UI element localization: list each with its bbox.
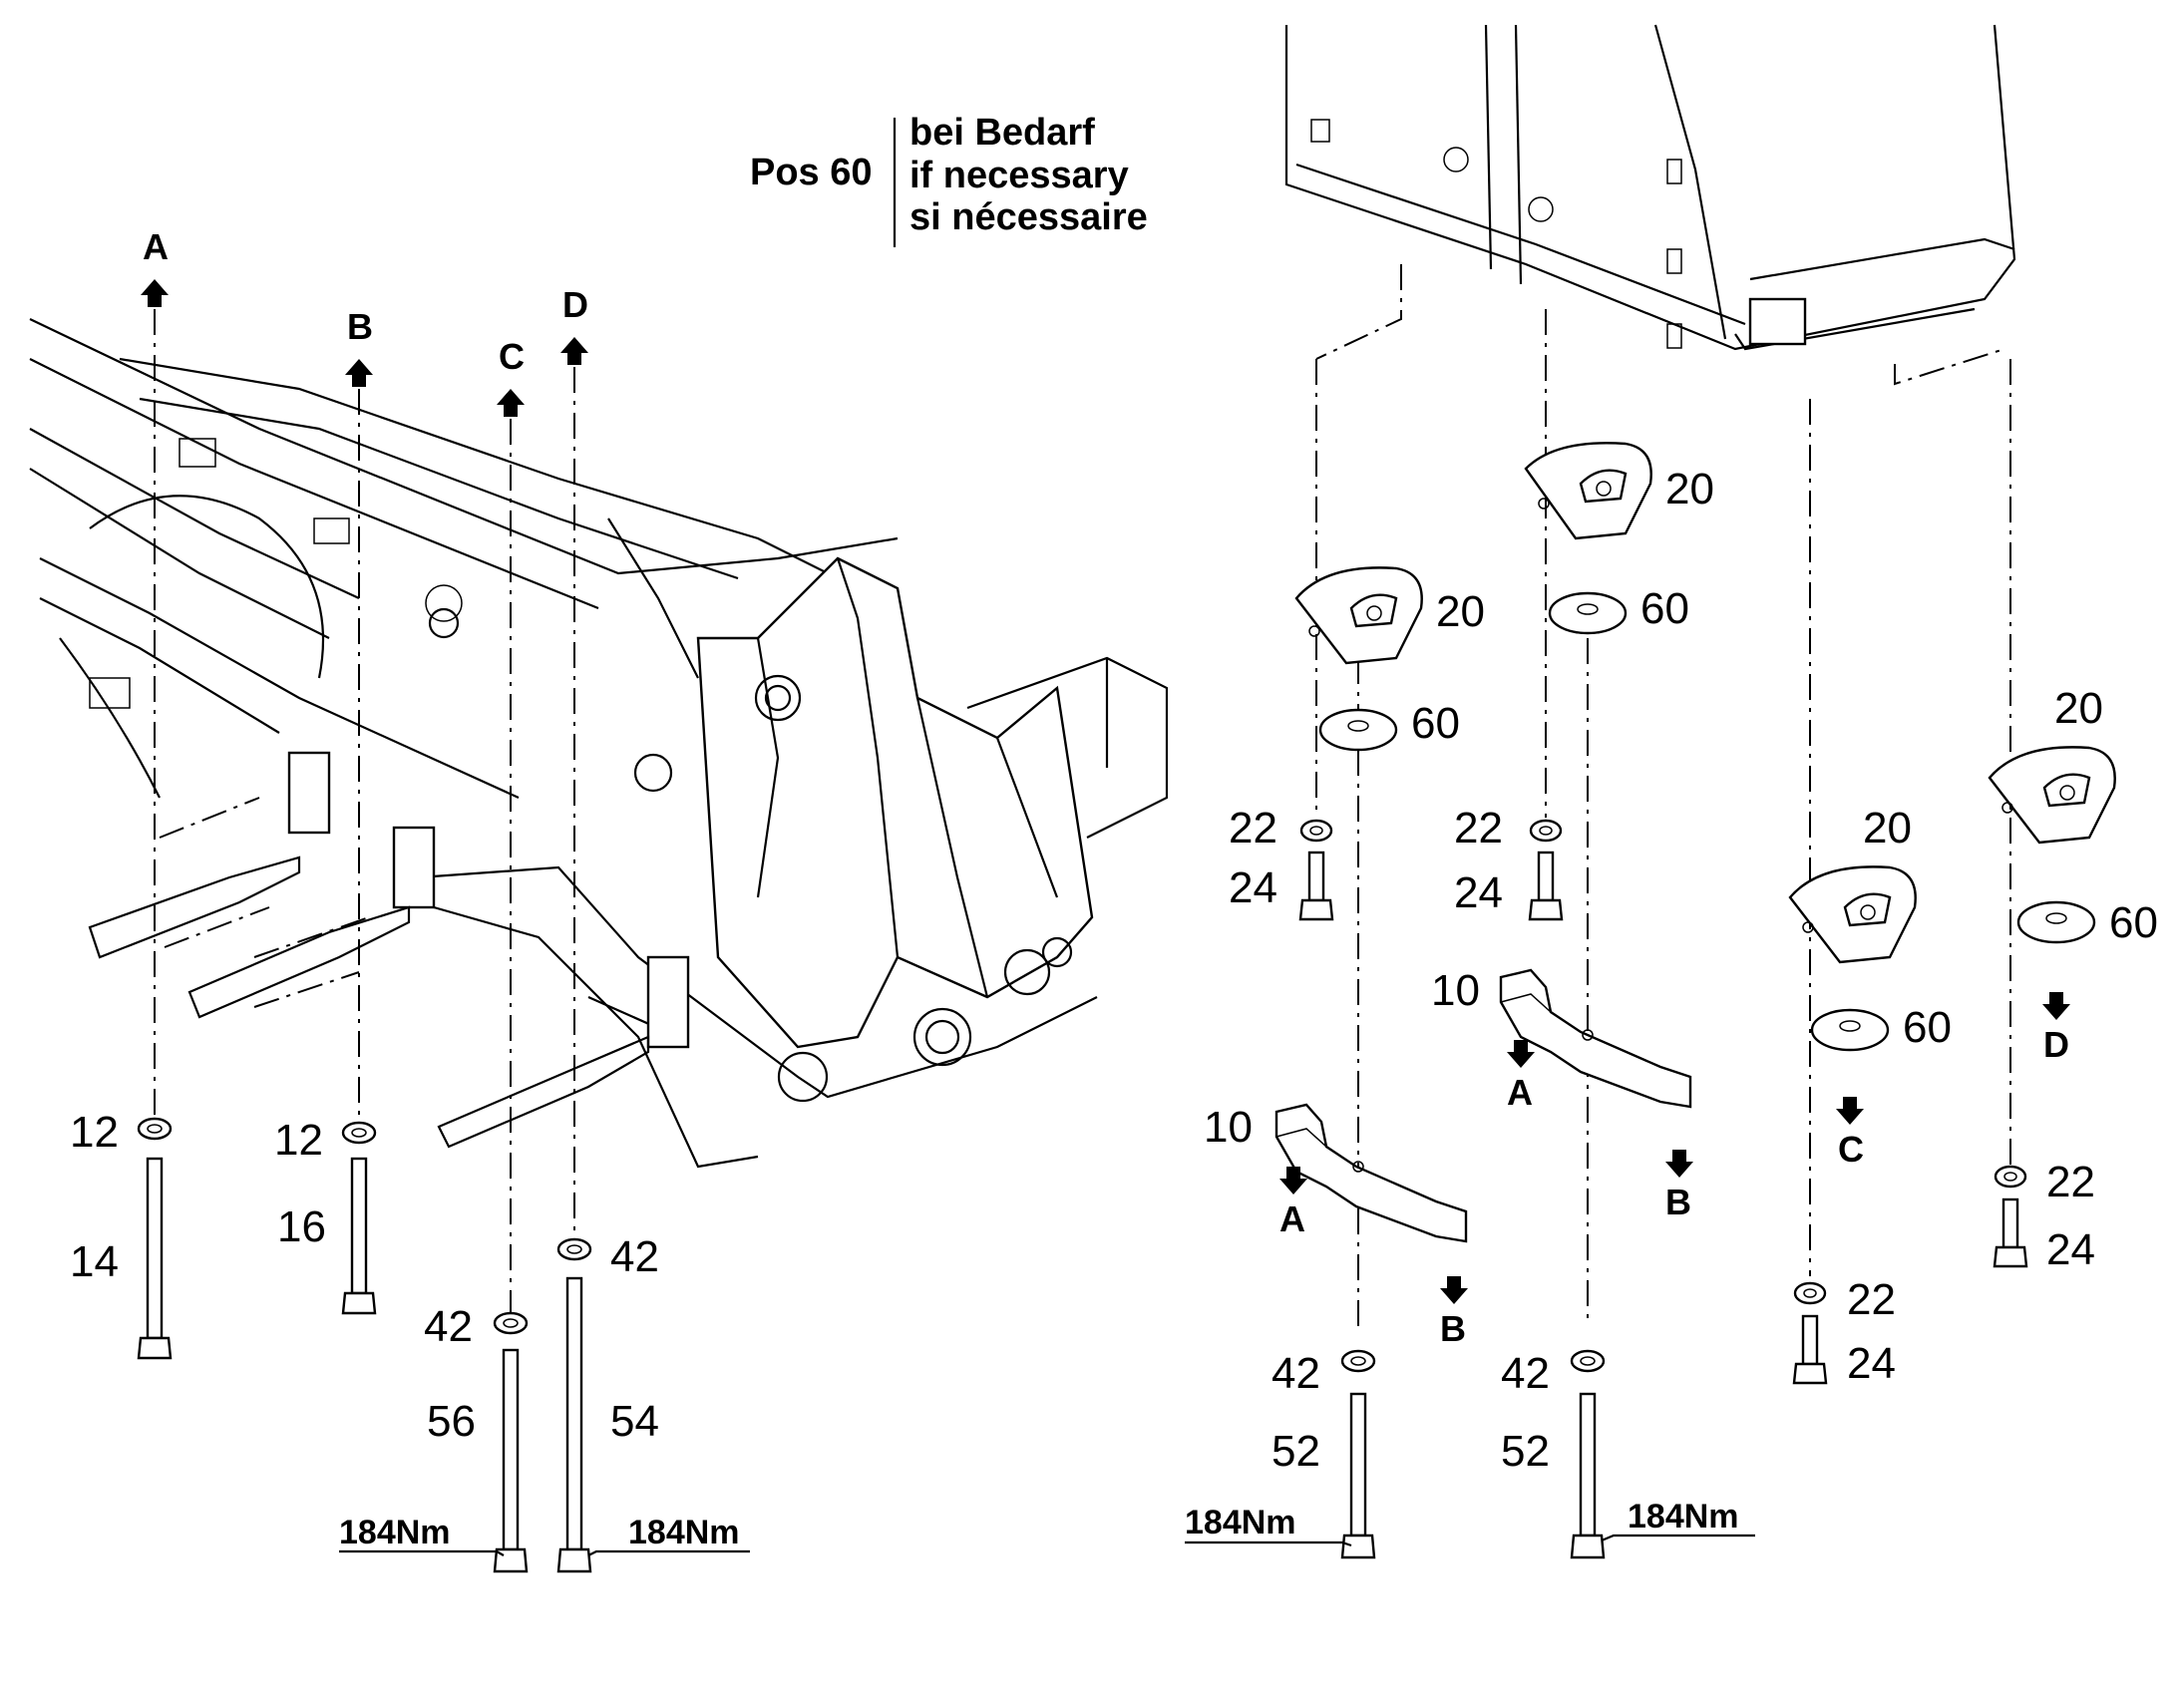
part-number-24d: 24 bbox=[2046, 1225, 2095, 1274]
bolt-24a bbox=[1298, 851, 1334, 921]
note-line-en: if necessary bbox=[909, 155, 1129, 196]
letter-b-right-bracket: B bbox=[1665, 1182, 1691, 1222]
rubber-mount-20d bbox=[1988, 746, 2116, 845]
part-number-20b: 20 bbox=[1665, 465, 1714, 513]
axis-letter-a: A bbox=[143, 226, 169, 267]
left-assembly-axes bbox=[141, 279, 588, 1316]
arrow-up-b-icon bbox=[345, 359, 373, 387]
letter-d-mount: D bbox=[2043, 1024, 2069, 1065]
right-parts bbox=[1185, 442, 2116, 1559]
part-number-10-left: 10 bbox=[1204, 1103, 1253, 1152]
washer-42-left bbox=[1340, 1349, 1376, 1373]
part-number-12a: 12 bbox=[70, 1108, 119, 1157]
part-number-42-right: 42 bbox=[1501, 1349, 1550, 1398]
note-line-de: bei Bedarf bbox=[909, 112, 1095, 154]
part-number-24c: 24 bbox=[1847, 1339, 1896, 1388]
bolt-54 bbox=[565, 1276, 583, 1551]
arrow-up-a-icon bbox=[141, 279, 169, 307]
bolt-52-right bbox=[1570, 1392, 1606, 1559]
part-number-42c: 42 bbox=[424, 1302, 473, 1351]
bolt-24b bbox=[1528, 851, 1564, 921]
bolt-24d bbox=[1993, 1197, 2028, 1268]
part-number-22b: 22 bbox=[1454, 804, 1503, 853]
rubber-mount-20c bbox=[1788, 865, 1917, 964]
letter-a-left-bracket: A bbox=[1279, 1198, 1305, 1239]
vehicle-frame-drawing bbox=[29, 318, 1169, 1169]
rubber-mount-20a bbox=[1294, 566, 1423, 665]
washer-22c bbox=[1793, 1281, 1827, 1305]
washer-42c bbox=[493, 1311, 529, 1335]
arrow-up-c-icon bbox=[497, 389, 525, 417]
bolt-16 bbox=[350, 1157, 368, 1295]
bolt-52-left bbox=[1340, 1392, 1376, 1559]
part-number-20c: 20 bbox=[1863, 804, 1912, 853]
washer-12a bbox=[137, 1117, 173, 1141]
torque-label-right-b: 184Nm bbox=[1628, 1498, 1739, 1536]
part-number-22d: 22 bbox=[2046, 1158, 2095, 1206]
note-line-fr: si nécessaire bbox=[909, 196, 1148, 238]
part-number-60b: 60 bbox=[1640, 584, 1689, 633]
arrow-down-c-icon bbox=[1836, 1097, 1864, 1125]
bracket-10-right bbox=[1499, 968, 1692, 1109]
rubber-mount-20b bbox=[1524, 442, 1652, 540]
left-fasteners bbox=[137, 1117, 750, 1573]
axis-letter-d: D bbox=[562, 284, 588, 325]
torque-label-d: 184Nm bbox=[628, 1514, 740, 1551]
washer-42d bbox=[556, 1237, 592, 1261]
part-number-52-left: 52 bbox=[1272, 1427, 1320, 1476]
note-pos-60: Pos 60 bei Bedarf if necessary si nécess… bbox=[750, 112, 1148, 247]
arrow-down-a1-icon bbox=[1279, 1167, 1307, 1195]
arrow-down-b2-icon bbox=[1665, 1150, 1693, 1178]
letter-a-right-bracket: A bbox=[1507, 1072, 1533, 1113]
part-number-60c: 60 bbox=[1903, 1003, 1952, 1052]
washer-42-right bbox=[1570, 1349, 1606, 1373]
torque-label-c: 184Nm bbox=[339, 1514, 451, 1551]
washer-12b bbox=[341, 1121, 377, 1145]
part-number-12b: 12 bbox=[274, 1116, 323, 1165]
washer-22d bbox=[1994, 1165, 2027, 1189]
washer-22b bbox=[1529, 819, 1563, 843]
part-number-20a: 20 bbox=[1436, 587, 1485, 636]
part-number-10-right: 10 bbox=[1431, 966, 1480, 1015]
letter-c-mount: C bbox=[1838, 1129, 1864, 1170]
part-number-24b: 24 bbox=[1454, 868, 1503, 917]
part-number-20d: 20 bbox=[2054, 684, 2103, 733]
flat-washer-60c bbox=[1810, 1008, 1890, 1052]
letter-b-left-bracket: B bbox=[1440, 1308, 1466, 1349]
part-number-16: 16 bbox=[277, 1202, 326, 1251]
flat-washer-60a bbox=[1318, 708, 1398, 752]
bolt-14 bbox=[146, 1157, 164, 1340]
arrow-down-b1-icon bbox=[1440, 1276, 1468, 1304]
part-number-14: 14 bbox=[70, 1237, 119, 1286]
torque-label-right-a: 184Nm bbox=[1185, 1504, 1296, 1541]
arrow-down-a2-icon bbox=[1507, 1040, 1535, 1068]
part-number-56: 56 bbox=[427, 1397, 476, 1446]
left-labels: A B C D 12 14 12 16 42 56 42 54 184Nm 18… bbox=[70, 226, 740, 1551]
part-number-22c: 22 bbox=[1847, 1275, 1896, 1324]
bolt-24c bbox=[1792, 1314, 1828, 1385]
part-number-54: 54 bbox=[610, 1397, 659, 1446]
part-number-52-right: 52 bbox=[1501, 1427, 1550, 1476]
part-number-60d: 60 bbox=[2109, 898, 2158, 947]
flat-washer-60d bbox=[2016, 900, 2096, 944]
part-number-60a: 60 bbox=[1411, 699, 1460, 748]
axis-letter-c: C bbox=[499, 336, 525, 377]
bolt-56 bbox=[502, 1348, 520, 1551]
part-number-42d: 42 bbox=[610, 1232, 659, 1281]
cab-body-drawing bbox=[1284, 24, 2016, 386]
washer-22a bbox=[1299, 819, 1333, 843]
note-pos-label: Pos 60 bbox=[750, 152, 873, 193]
bracket-10-left bbox=[1274, 1103, 1468, 1243]
axis-letter-b: B bbox=[347, 306, 373, 347]
right-labels: 20 20 60 60 22 24 22 24 10 10 20 60 20 6… bbox=[1185, 465, 2158, 1541]
arrow-down-d-icon bbox=[2042, 992, 2070, 1020]
part-number-42-left: 42 bbox=[1272, 1349, 1320, 1398]
part-number-24a: 24 bbox=[1229, 863, 1277, 912]
arrow-up-d-icon bbox=[560, 337, 588, 365]
part-number-22a: 22 bbox=[1229, 804, 1277, 853]
flat-washer-60b bbox=[1548, 591, 1628, 635]
